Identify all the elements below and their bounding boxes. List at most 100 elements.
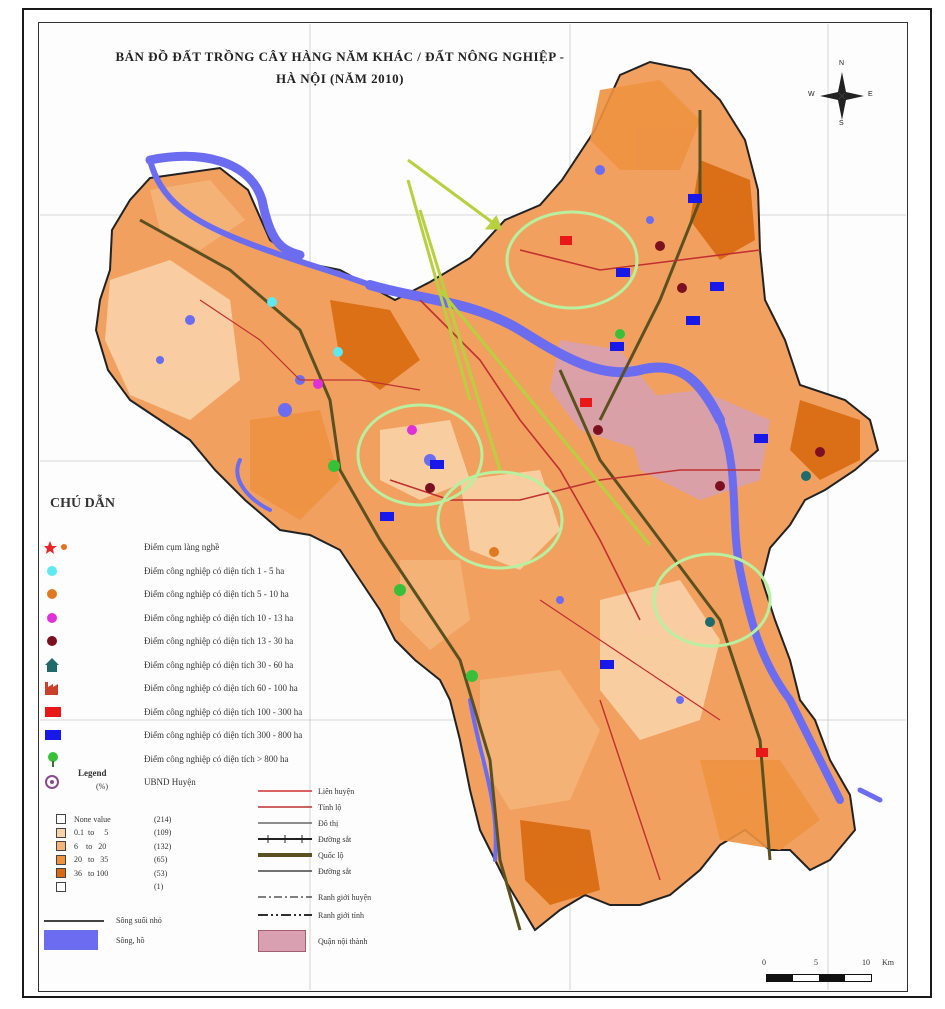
line-legend-row: Đường sắt — [258, 834, 351, 844]
line-legend-label: Liên huyện — [318, 786, 355, 796]
legend-point-label: Điểm công nghiệp có diện tích 60 - 100 h… — [144, 683, 298, 693]
landuse-label: None value — [74, 814, 111, 824]
line-legend-label: Đường sắt — [318, 866, 352, 876]
legend-point-label: Điểm công nghiệp có diện tích > 800 ha — [144, 753, 289, 764]
legend-point-row: Điểm công nghiệp có diện tích 5 - 10 ha — [44, 585, 289, 603]
landuse-count: (214) — [154, 814, 172, 824]
landuse-swatch — [56, 868, 66, 878]
legend-point-label: Điểm công nghiệp có diện tích 13 - 30 ha — [144, 636, 294, 646]
landuse-swatch — [56, 827, 66, 838]
water-line-icon — [44, 919, 104, 922]
star-dot-icon — [44, 539, 68, 555]
landuse-count: (132) — [154, 841, 172, 851]
landuse-swatch — [56, 814, 66, 824]
landuse-label: 6 to 20 — [74, 841, 107, 851]
landuse-row: 20 to 35(65) — [56, 854, 190, 865]
landuse-label: 36 to 100 — [74, 868, 109, 878]
landuse-row: 36 to 100 (53) — [56, 868, 190, 878]
legend-point-row: Điểm công nghiệp có diện tích 60 - 100 h… — [44, 679, 298, 697]
landuse-count: (1) — [154, 882, 164, 891]
line-legend-row: Đường sắt — [258, 866, 351, 876]
map-title: BẢN ĐỒ ĐẤT TRỒNG CÂY HÀNG NĂM KHÁC / ĐẤT… — [60, 46, 620, 90]
map-title-line1: BẢN ĐỒ ĐẤT TRỒNG CÂY HÀNG NĂM KHÁC / ĐẤT… — [115, 49, 565, 64]
landuse-unit: (%) — [96, 782, 108, 791]
landuse-row: 0.1 to 5 (109) — [56, 827, 190, 838]
line-legend-label: Quốc lộ — [318, 850, 344, 860]
legend-point-row: Điểm công nghiệp có diện tích 300 - 800 … — [44, 726, 302, 744]
compass-w: W — [808, 91, 815, 98]
scale-unit: Km — [882, 958, 894, 967]
line-legend-row: Quốc lộ — [258, 850, 344, 860]
legend-point-label: Điểm công nghiệp có diện tích 300 - 800 … — [144, 730, 303, 740]
scale-label-5: 5 — [814, 958, 818, 967]
line-symbol-icon — [258, 866, 312, 876]
water-line-label: Sông suối nhỏ — [116, 916, 162, 925]
landuse-swatch — [56, 854, 66, 865]
compass-rose: N S E W — [808, 60, 873, 127]
map-title-line2: HÀ NỘI (NĂM 2010) — [275, 71, 404, 86]
line-legend-row: Ranh giới tỉnh — [258, 910, 364, 920]
legend-point-row: Điểm công nghiệp có diện tích > 800 ha — [44, 750, 289, 768]
line-legend-label: Đường sắt — [318, 834, 352, 844]
target-icon — [44, 774, 68, 790]
legend-urban-area: Quận nội thành — [258, 930, 367, 952]
line-legend-label: Đô thị — [318, 818, 339, 828]
line-symbol-icon — [258, 786, 312, 796]
water-area-icon — [44, 930, 98, 950]
tree-icon — [44, 751, 68, 767]
landuse-header: Legend — [78, 768, 107, 778]
compass-icon — [820, 72, 864, 120]
highlight-circles — [356, 210, 772, 648]
rect-icon — [44, 704, 68, 720]
landuse-row: None value (214) — [56, 814, 190, 824]
compass-n: N — [839, 60, 845, 67]
landuse-count: (53) — [154, 868, 168, 878]
legend-point-label: UBND Huyện — [144, 777, 196, 787]
circle-icon — [44, 633, 68, 649]
legend-point-label: Điểm công nghiệp có diện tích 10 - 13 ha — [144, 612, 294, 623]
legend-point-label: Điểm công nghiệp có diện tích 30 - 60 ha — [144, 659, 294, 670]
house-icon — [44, 657, 68, 673]
compass-e: E — [868, 91, 873, 98]
legend-point-row: Điểm công nghiệp có diện tích 10 - 13 ha — [44, 609, 293, 627]
circle-icon — [44, 563, 68, 579]
line-legend-row: Đô thị — [258, 818, 338, 828]
line-symbol-icon — [258, 910, 312, 920]
legend-point-row: Điểm công nghiệp có diện tích 1 - 5 ha — [44, 562, 284, 580]
landuse-count: (65) — [154, 855, 168, 864]
line-symbol-icon — [258, 818, 312, 828]
landuse-row: 6 to 20 (132) — [56, 841, 190, 851]
map-markers — [267, 194, 825, 757]
legend-point-label: Điểm công nghiệp có diện tích 1 - 5 ha — [144, 565, 285, 576]
urban-area-label: Quận nội thành — [318, 936, 368, 946]
landuse-row: (1) — [56, 881, 190, 892]
line-legend-label: Ranh giới huyện — [318, 892, 372, 902]
line-legend-label: Ranh giới tỉnh — [318, 910, 365, 920]
arrows — [406, 158, 652, 546]
legend-point-row: Điểm công nghiệp có diện tích 13 - 30 ha — [44, 632, 293, 650]
legend-title: CHÚ DẪN — [50, 496, 115, 511]
line-legend-row: Tỉnh lộ — [258, 802, 341, 812]
legend-point-row: UBND Huyện — [44, 773, 196, 791]
line-legend-label: Tỉnh lộ — [318, 802, 342, 812]
legend-point-row: Điểm công nghiệp có diện tích 30 - 60 ha — [44, 656, 293, 674]
legend-point-label: Điểm công nghiệp có diện tích 5 - 10 ha — [144, 589, 289, 599]
circle-icon — [44, 586, 68, 602]
scale-label-0: 0 — [762, 958, 766, 967]
water-area-label: Sông, hồ — [116, 935, 145, 945]
compass-s: S — [839, 120, 844, 127]
line-symbol-icon — [258, 802, 312, 812]
legend-point-row: Điểm cụm làng nghề — [44, 538, 219, 556]
legend-water-line: Sông suối nhỏ — [44, 916, 162, 925]
landuse-swatch — [56, 841, 66, 851]
line-symbol-icon — [258, 892, 312, 902]
rect-icon — [44, 727, 68, 743]
line-legend-row: Ranh giới huyện — [258, 892, 371, 902]
line-legend-row: Liên huyện — [258, 786, 354, 796]
landuse-label: 0.1 to 5 — [74, 828, 109, 837]
legend-point-row: Điểm công nghiệp có diện tích 100 - 300 … — [44, 703, 302, 721]
landuse-swatch — [56, 881, 66, 892]
landuse-count: (109) — [154, 828, 172, 837]
rivers — [145, 151, 883, 862]
